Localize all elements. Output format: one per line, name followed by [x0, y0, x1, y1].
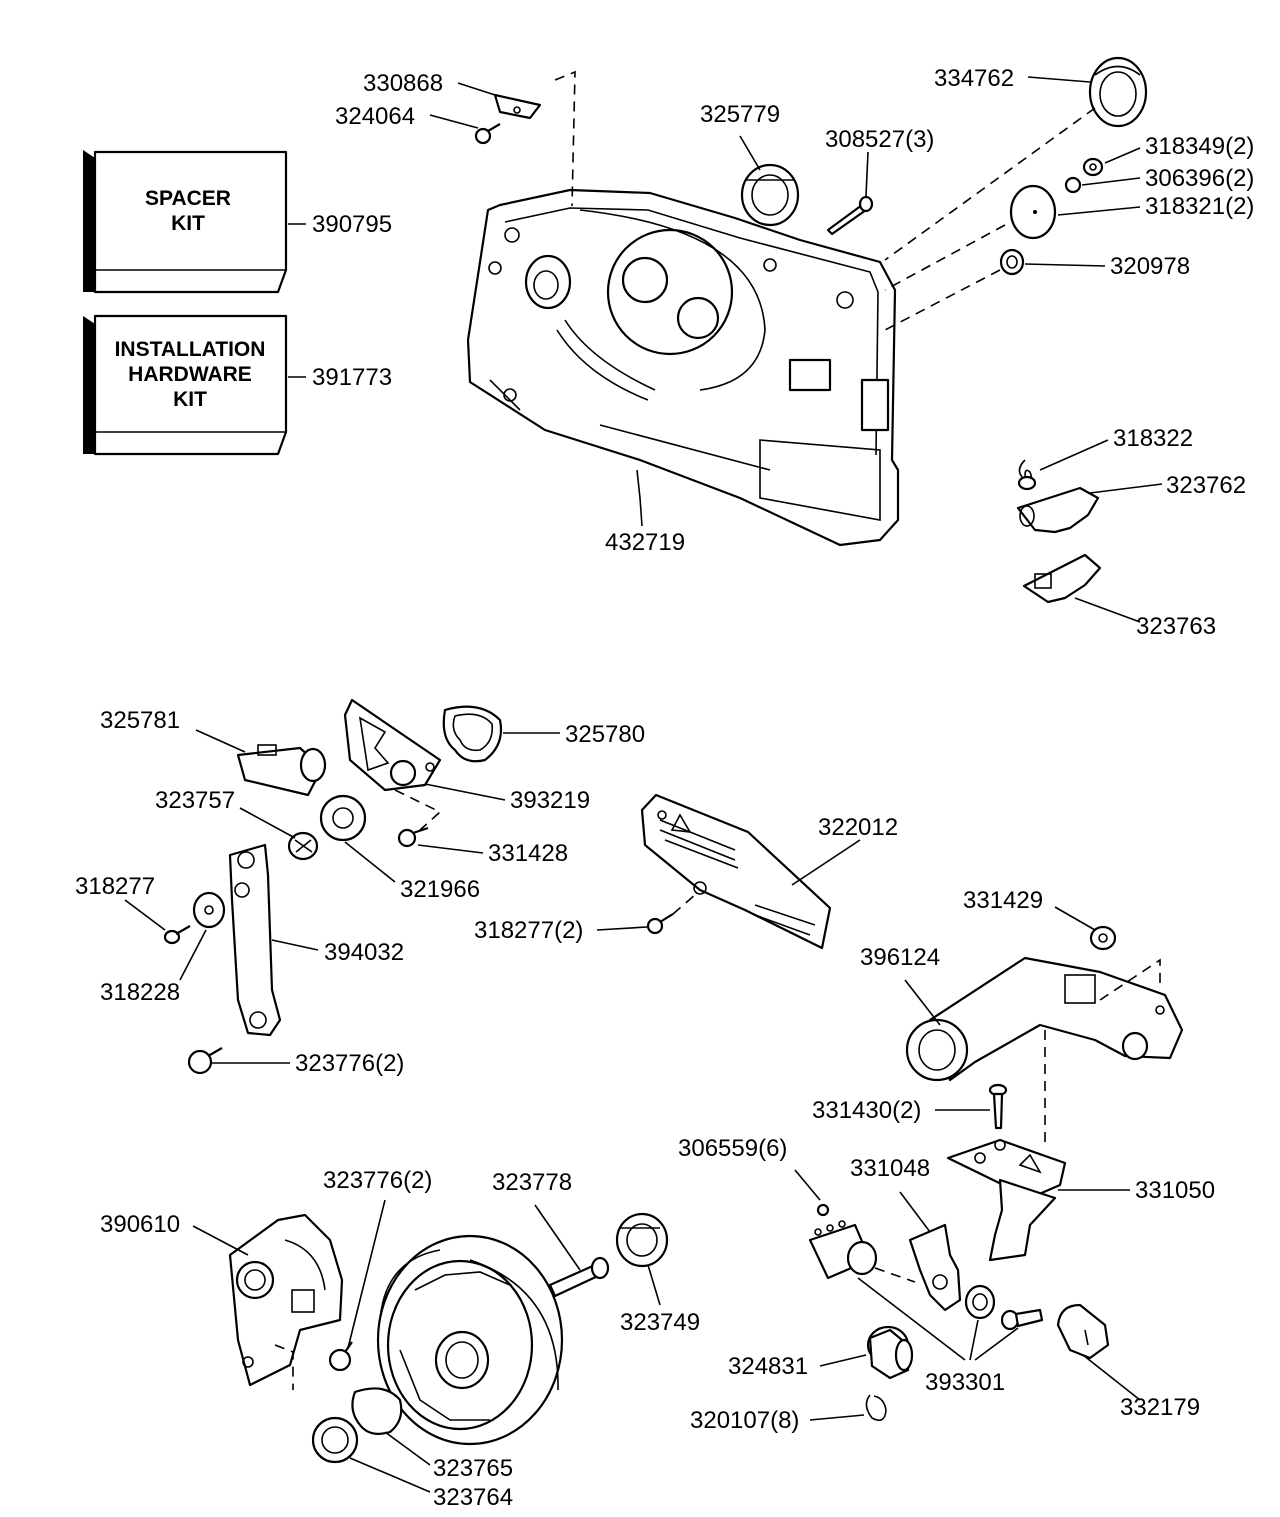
washer-318228 [192, 891, 226, 929]
plate-393219 [343, 698, 442, 792]
label-331428: 331428 [488, 840, 568, 867]
label-331048: 331048 [850, 1155, 930, 1182]
label-318277a: 318277 [75, 873, 155, 900]
spacer-kit-part-number: 390795 [312, 211, 392, 238]
screw-331430 [988, 1083, 1008, 1130]
label-393219: 393219 [510, 787, 590, 814]
cam-323762 [1016, 486, 1100, 534]
screw-324064 [474, 123, 501, 145]
nut-393301 [964, 1284, 996, 1320]
lever-325781 [236, 744, 327, 797]
drum-assembly [376, 1234, 564, 1446]
label-324831: 324831 [728, 1353, 808, 1380]
label-393301: 393301 [925, 1369, 1005, 1396]
seal-334762 [1088, 56, 1148, 128]
label-331050: 331050 [1135, 1177, 1215, 1204]
label-318322: 318322 [1113, 425, 1193, 452]
spring-318322 [1017, 459, 1037, 491]
label-331430: 331430(2) [812, 1097, 921, 1124]
label-323764: 323764 [433, 1484, 513, 1511]
label-323765: 323765 [433, 1455, 513, 1482]
label-320107: 320107(8) [690, 1407, 799, 1434]
screw-306559 [816, 1203, 830, 1217]
bushing-320978 [999, 248, 1025, 276]
label-321966: 321966 [400, 876, 480, 903]
screw-318277b [646, 913, 674, 935]
label-318277b: 318277(2) [474, 917, 583, 944]
label-323776b: 323776(2) [323, 1167, 432, 1194]
label-325780: 325780 [565, 721, 645, 748]
label-394032: 394032 [324, 939, 404, 966]
label-323749: 323749 [620, 1309, 700, 1336]
label-331429: 331429 [963, 887, 1043, 914]
clip-330868 [493, 93, 542, 120]
spacer-kit-box: SPACER KIT [83, 150, 288, 294]
bracket-331050 [946, 1138, 1067, 1262]
switch-393301 [808, 1220, 878, 1280]
housing-432719 [466, 188, 900, 547]
gasket-325780 [442, 705, 503, 763]
label-306559: 306559(6) [678, 1135, 787, 1162]
label-334762: 334762 [934, 65, 1014, 92]
label-323757: 323757 [155, 787, 235, 814]
gasket-323765 [351, 1387, 403, 1435]
installation-hardware-kit-box: INSTALLATION HARDWARE KIT [83, 314, 288, 456]
spacer-kit-line2: KIT [171, 212, 205, 235]
screw-308527 [826, 195, 874, 236]
buzzer-324831 [866, 1325, 914, 1380]
label-318321: 318321(2) [1145, 193, 1254, 220]
spacer-kit-line1: SPACER [145, 187, 231, 210]
decal-plate-322012 [640, 793, 832, 950]
cam-plate-390610 [228, 1213, 344, 1387]
bracket-331048 [908, 1223, 962, 1312]
label-323778: 323778 [492, 1169, 572, 1196]
label-323776a: 323776(2) [295, 1050, 404, 1077]
cam-323763 [1022, 553, 1102, 604]
installation-kit-line2: HARDWARE [128, 363, 252, 386]
boot-332179 [1056, 1303, 1110, 1360]
label-432719: 432719 [605, 529, 685, 556]
label-320978: 320978 [1110, 253, 1190, 280]
nut-318349 [1082, 157, 1104, 177]
label-325779: 325779 [700, 101, 780, 128]
lever-394032 [228, 843, 282, 1037]
washer-321966 [319, 794, 367, 842]
label-318228: 318228 [100, 979, 180, 1006]
installation-kit-line1: INSTALLATION [115, 338, 266, 361]
installation-kit-part-number: 391773 [312, 364, 392, 391]
label-322012: 322012 [818, 814, 898, 841]
bushing-323749 [615, 1212, 669, 1268]
label-390610: 390610 [100, 1211, 180, 1238]
screw-331428 [397, 826, 429, 848]
bushing-323764 [311, 1416, 359, 1464]
screw-323776a [187, 1047, 223, 1075]
label-306396: 306396(2) [1145, 165, 1254, 192]
bushing-323757 [287, 831, 319, 861]
washer-306396 [1064, 176, 1082, 194]
nut-331429 [1089, 925, 1117, 951]
label-323763: 323763 [1136, 613, 1216, 640]
label-325781: 325781 [100, 707, 180, 734]
label-396124: 396124 [860, 944, 940, 971]
arm-396124 [905, 956, 1184, 1082]
label-318349: 318349(2) [1145, 133, 1254, 160]
clip-320107 [865, 1394, 887, 1421]
label-324064: 324064 [335, 103, 415, 130]
label-308527: 308527(3) [825, 126, 934, 153]
label-332179: 332179 [1120, 1394, 1200, 1421]
bushing-325779 [740, 163, 800, 227]
bolt-323778 [548, 1256, 610, 1298]
label-330868: 330868 [363, 70, 443, 97]
key-393301 [1000, 1308, 1044, 1331]
screw-318277 [163, 925, 191, 945]
label-323762: 323762 [1166, 472, 1246, 499]
disc-318321 [1009, 184, 1057, 240]
installation-kit-line3: KIT [173, 388, 207, 411]
